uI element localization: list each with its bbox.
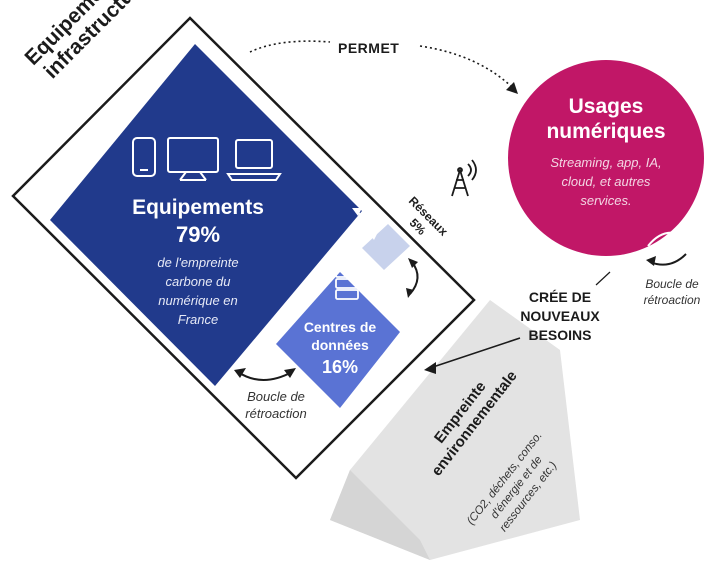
boucle-bottom-arrow: [237, 371, 293, 381]
equipements-text: Equipements 79% de l'empreinte carbone d…: [108, 195, 288, 329]
reseaux-box: [362, 224, 410, 270]
usages-subtitle: Streaming, app, IA, cloud, et autres ser…: [550, 155, 662, 208]
outer-frame: [11, 16, 476, 480]
laptop-icon: [226, 139, 282, 181]
equipements-title: Equipements: [132, 196, 264, 219]
cree-besoins-label: CRÉE DE NOUVEAUX BESOINS: [520, 289, 600, 343]
smartphone-icon: [132, 137, 156, 177]
permet-label: PERMET: [338, 40, 400, 56]
centres-text: Centres de données 16%: [303, 319, 377, 377]
server-icon: [335, 267, 359, 300]
centres-box: [276, 272, 400, 408]
tv-icon: [167, 137, 219, 181]
usages-circle: [508, 60, 704, 256]
equipements-percent: 79%: [175, 222, 221, 247]
antenna-icon: [451, 159, 477, 197]
usages-title: Usages numériques: [546, 95, 666, 143]
equipements-box: [50, 44, 362, 386]
boucle-bottom-label: Boucle de rétroaction: [245, 389, 307, 421]
permet-arrow-right: [419, 45, 516, 91]
boucle-right-label: Boucle de rétroaction: [643, 277, 701, 307]
permet-arrow-left: [249, 40, 331, 53]
